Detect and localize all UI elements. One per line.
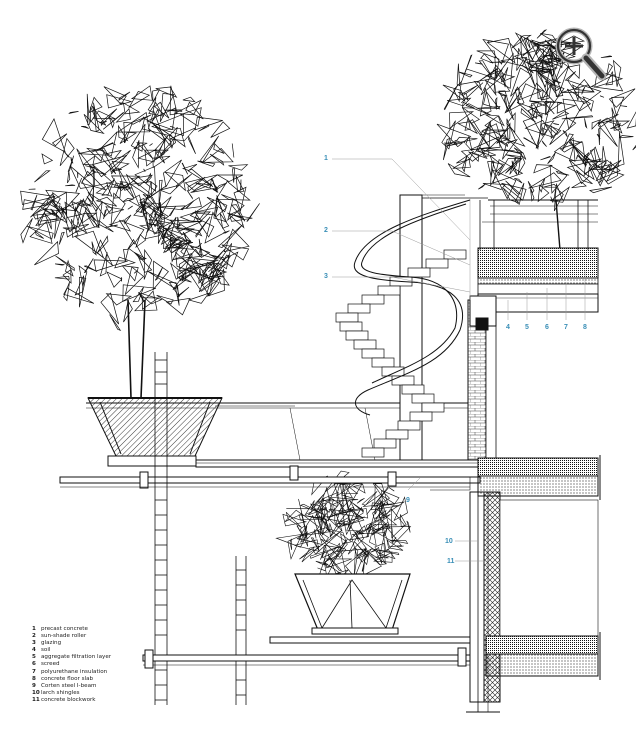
callout-leaders bbox=[332, 158, 586, 562]
legend-label: polyurethane insulation bbox=[41, 668, 108, 675]
legend-number: 11 bbox=[32, 696, 40, 703]
spiral-handrail bbox=[353, 199, 471, 416]
legend-label: glazing bbox=[41, 640, 62, 647]
legend-number: 9 bbox=[32, 682, 36, 689]
legend-label: Corten steel I-beam bbox=[41, 682, 97, 689]
legend-number: 5 bbox=[32, 654, 36, 661]
legend-label: soil bbox=[41, 647, 51, 654]
legend-label: concrete floor slab bbox=[41, 675, 94, 682]
callout-2: 2 bbox=[324, 227, 328, 234]
legend-number: 4 bbox=[32, 647, 36, 654]
callout-7: 7 bbox=[564, 324, 568, 331]
zoom-button[interactable] bbox=[548, 20, 608, 84]
legend-row: 6 screed bbox=[32, 661, 192, 668]
legend-number: 10 bbox=[32, 689, 40, 696]
callout-11: 11 bbox=[447, 558, 455, 565]
legend-number: 2 bbox=[32, 633, 36, 640]
legend-number: 6 bbox=[32, 661, 36, 668]
structure bbox=[59, 194, 601, 712]
legend-number: 3 bbox=[32, 640, 36, 647]
callout-4: 4 bbox=[506, 324, 510, 331]
legend-label: sun-shade roller bbox=[41, 633, 87, 640]
callout-10: 10 bbox=[445, 538, 453, 545]
legend-row: 3 glazing bbox=[32, 640, 192, 647]
lower-planter bbox=[294, 573, 411, 635]
legend-row: 8 concrete floor slab bbox=[32, 676, 192, 683]
legend-row: 7 polyurethane insulation bbox=[32, 669, 192, 676]
legend-number: 7 bbox=[32, 668, 36, 675]
legend-label: larch shingles bbox=[41, 689, 80, 696]
callout-6: 6 bbox=[545, 324, 549, 331]
legend-number: 8 bbox=[32, 675, 36, 682]
callout-8: 8 bbox=[583, 324, 587, 331]
lower-shrub bbox=[275, 470, 412, 583]
large-tree bbox=[20, 85, 260, 399]
legend-number: 1 bbox=[32, 626, 36, 632]
legend-label: aggregate filtration layer bbox=[41, 654, 112, 661]
callout-1: 1 bbox=[324, 155, 328, 162]
spiral-stair bbox=[335, 249, 467, 458]
legend-label: screed bbox=[41, 661, 60, 668]
legend-row: 9 Corten steel I-beam bbox=[32, 683, 192, 690]
rooftop-tree bbox=[436, 29, 636, 251]
legend-row: 1 precast concrete bbox=[32, 626, 192, 633]
callout-9: 9 bbox=[406, 497, 410, 504]
callout-5: 5 bbox=[525, 324, 529, 331]
legend-row: 5 aggregate filtration layer bbox=[32, 654, 192, 661]
legend-row: 2 sun-shade roller bbox=[32, 633, 192, 640]
callout-3: 3 bbox=[324, 273, 328, 280]
legend-label: concrete blockwork bbox=[41, 696, 96, 703]
material-legend: 1 precast concrete 2 sun-shade roller 3 glazi… bbox=[32, 626, 192, 704]
legend-row: 4 soil bbox=[32, 647, 192, 654]
legend-label: precast concrete bbox=[41, 626, 88, 632]
zoom-magnifier-icon bbox=[555, 27, 607, 81]
column-ladder bbox=[154, 352, 168, 705]
